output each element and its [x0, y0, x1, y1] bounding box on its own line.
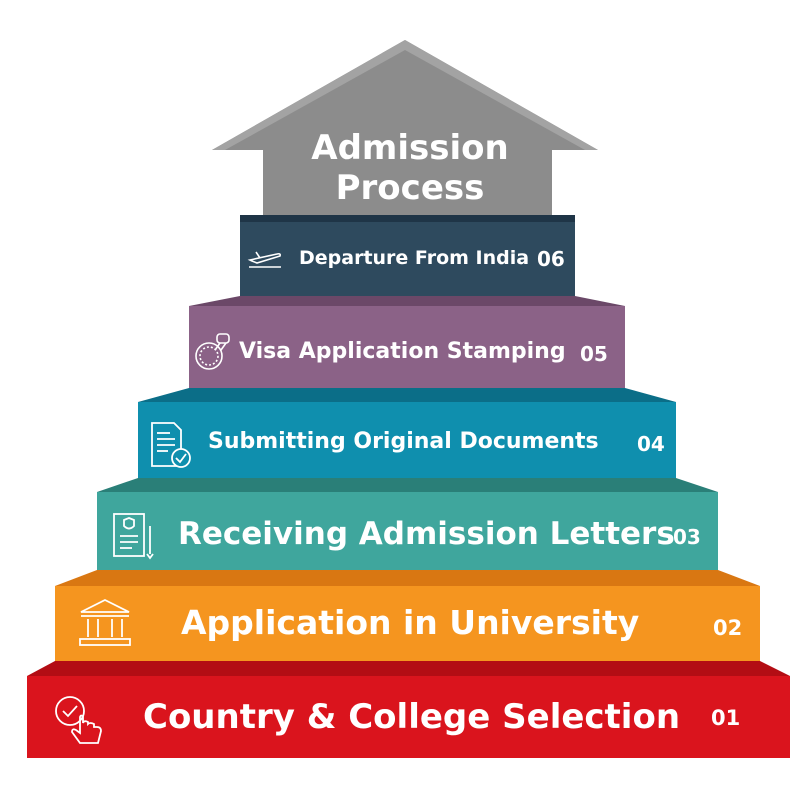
step-02-label: Application in University — [181, 603, 640, 642]
admission-letter-icon — [110, 510, 160, 564]
step-04-shape — [138, 388, 676, 478]
university-building-icon — [77, 597, 133, 653]
step-05-number: 05 — [580, 342, 608, 366]
step-03-number: 03 — [673, 525, 701, 549]
document-check-icon — [148, 420, 194, 474]
step-01-number: 01 — [711, 706, 741, 730]
step-03-shape — [97, 478, 718, 570]
step-02-number: 02 — [713, 616, 743, 640]
step-05-shape — [189, 296, 625, 388]
step-04-number: 04 — [637, 432, 665, 456]
step-06-number: 06 — [537, 247, 565, 271]
step-03-label: Receiving Admission Letters — [178, 516, 675, 552]
stamp-icon — [193, 330, 235, 378]
step-06-shape — [240, 215, 575, 296]
hand-pointer-check-icon — [50, 693, 108, 753]
step-01-label: Country & College Selection — [143, 697, 681, 737]
page-title: Admission Process — [311, 128, 509, 209]
step-06-label: Departure From India — [299, 247, 530, 269]
step-01-shape — [27, 661, 790, 758]
step-04-label: Submitting Original Documents — [208, 429, 599, 454]
step-05-label: Visa Application Stamping — [239, 339, 566, 364]
airplane-takeoff-icon — [247, 248, 283, 274]
admission-arrow — [212, 40, 598, 215]
step-02-shape — [55, 570, 760, 661]
